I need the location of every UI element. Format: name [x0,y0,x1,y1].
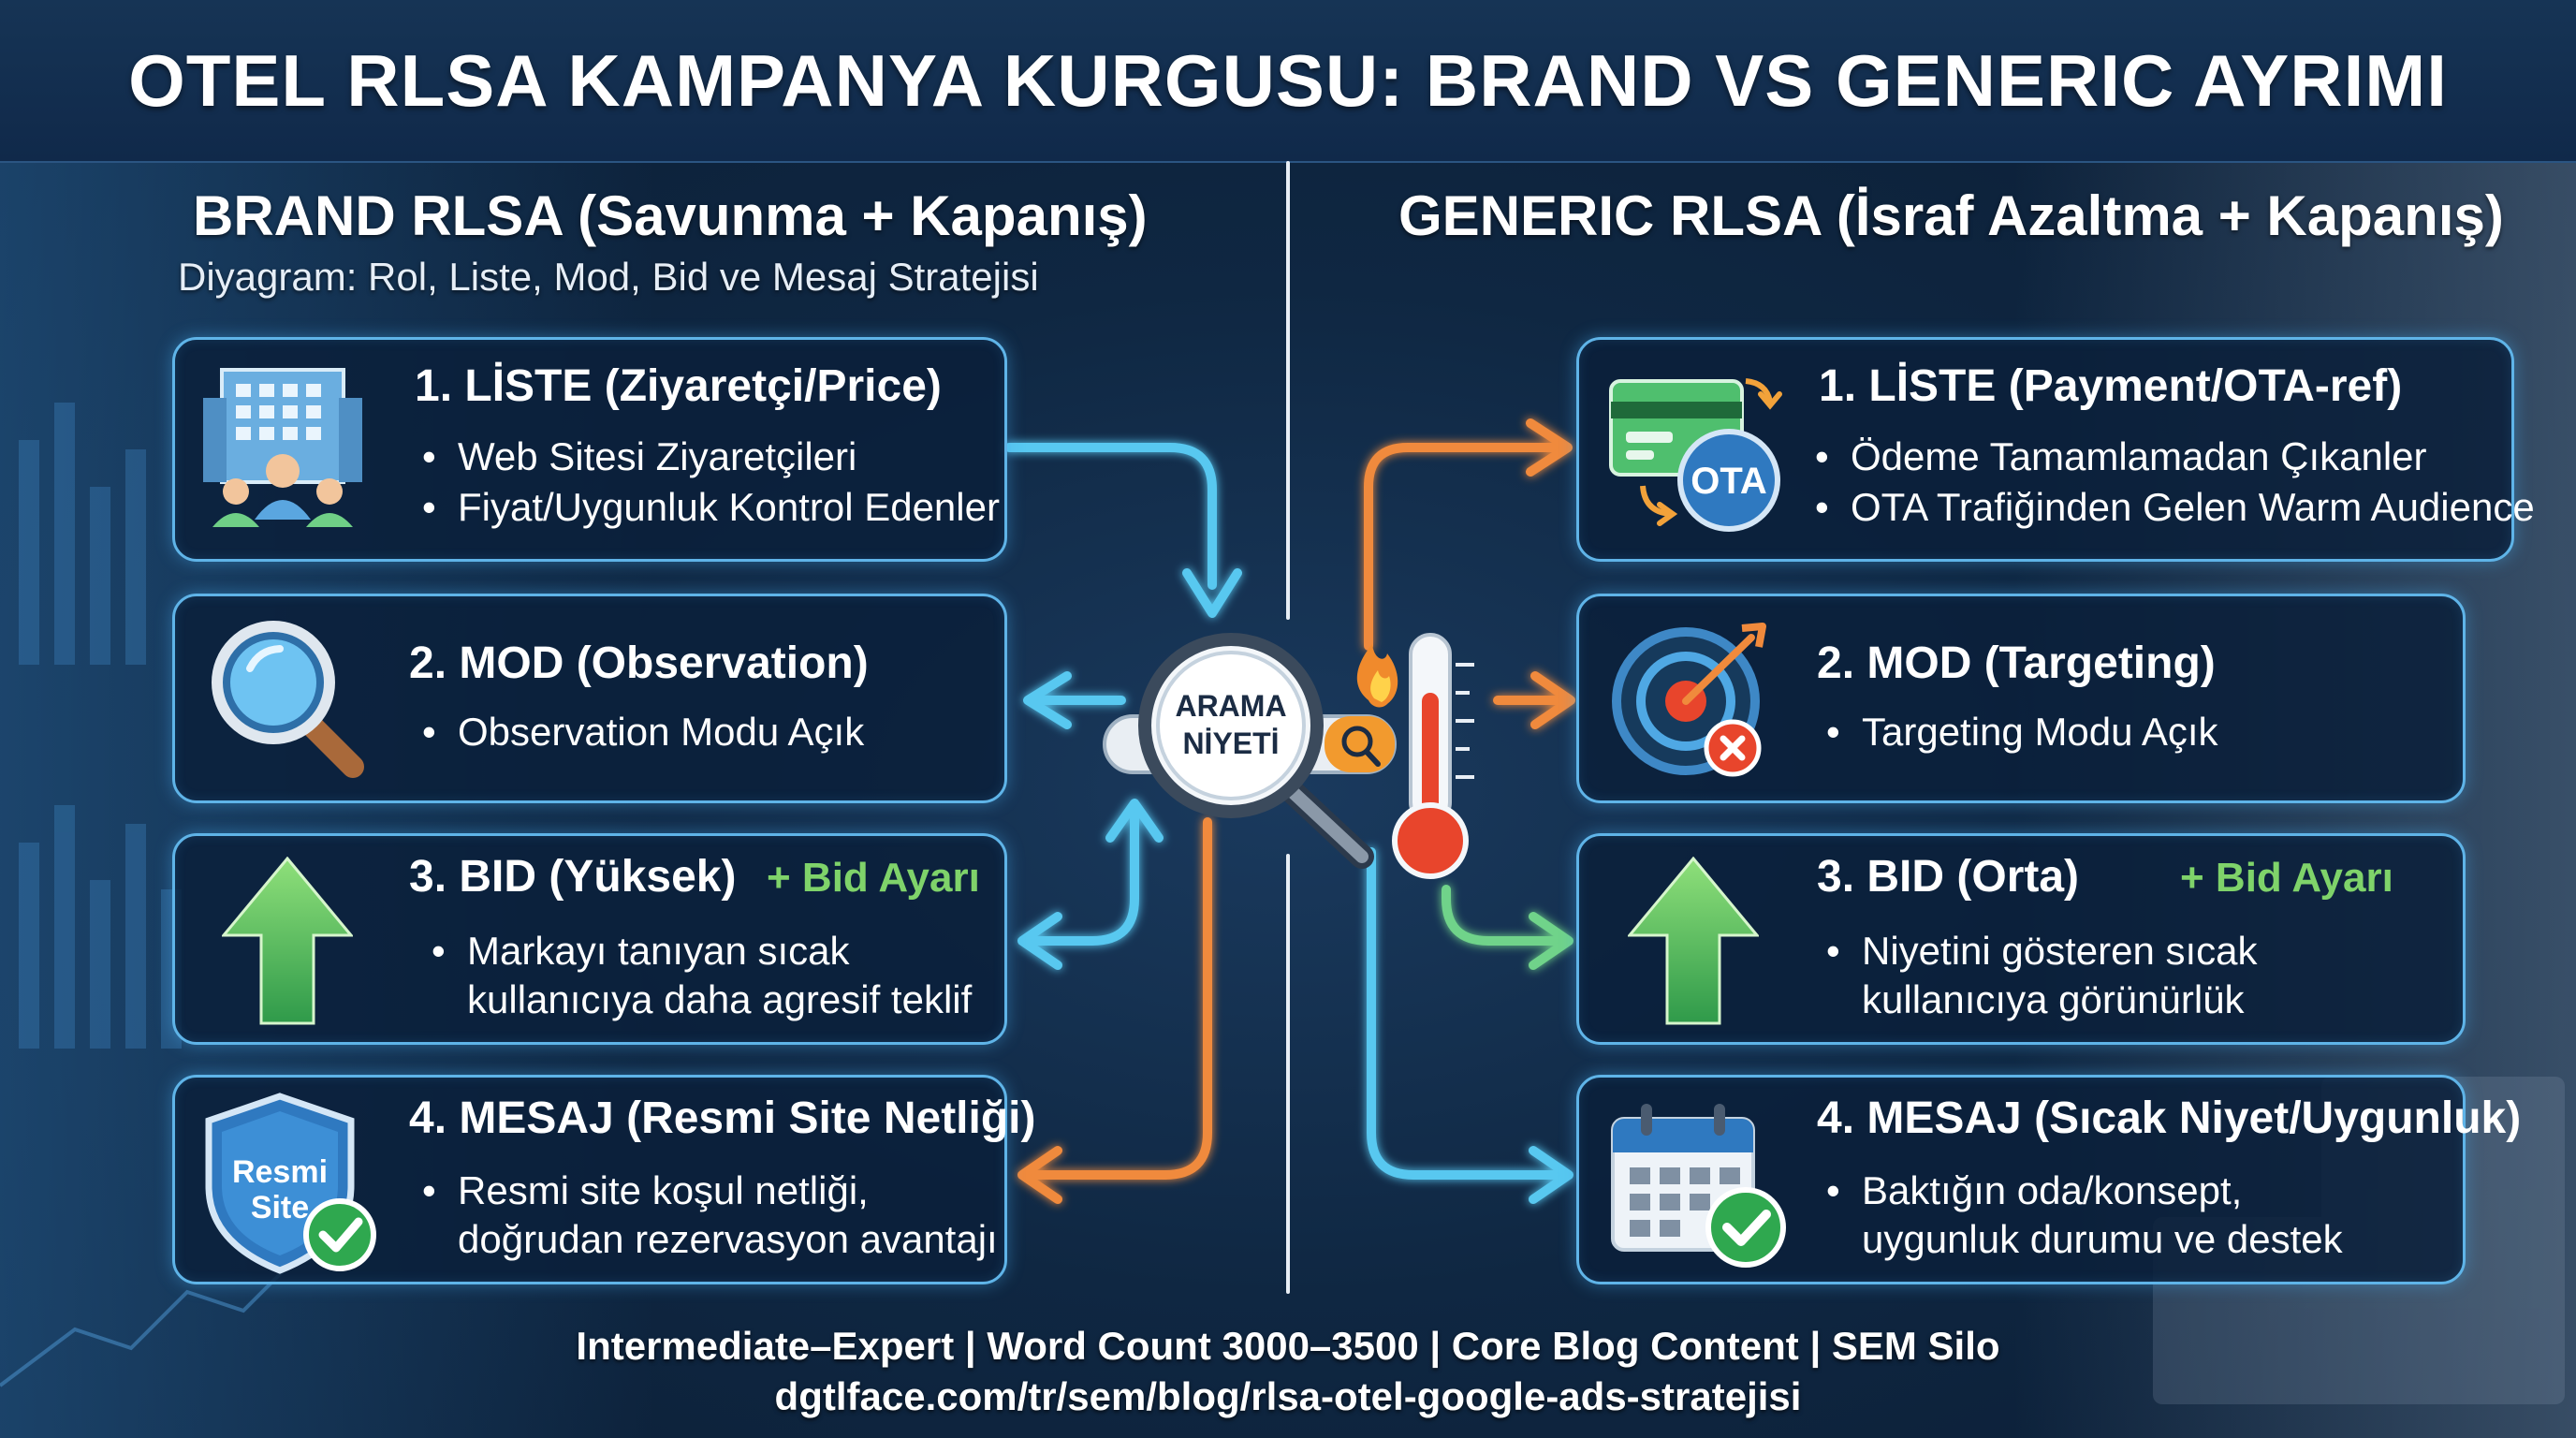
right-card-bid-extra: + Bid Ayarı [2180,855,2393,901]
target-icon [1612,623,1766,777]
thermometer-icon [1392,633,1474,879]
center-divider-bottom [1286,854,1290,1294]
title-bar: OTEL RLSA KAMPANYA KURGUSU: BRAND VS GEN… [0,0,2576,163]
right-card-mesaj: 4. MESAJ (Sıcak Niyet/Uygunluk) Baktığın… [1576,1075,2521,1284]
page-title: OTEL RLSA KAMPANYA KURGUSU: BRAND VS GEN… [128,38,2448,122]
footer-url[interactable]: dgtlface.com/tr/sem/blog/rlsa-otel-googl… [774,1374,1802,1418]
official-site-shield-icon: Resmi Site [205,1093,376,1274]
shield-text-line1: Resmi [232,1154,328,1190]
right-section-title: GENERIC RLSA (İsraf Azaltma + Kapanış) [1398,184,2504,247]
left-section-subtitle: Diyagram: Rol, Liste, Mod, Bid ve Mesaj … [178,255,1039,299]
left-card-bid-title: 3. BID (Yüksek) [409,852,737,902]
right-card-mod-title: 2. MOD (Targeting) [1817,638,2216,688]
left-card-liste: 1. LİSTE (Ziyaretçi/Price) Web Sitesi Zi… [172,337,1007,562]
arrow-up-icon [1628,857,1759,1025]
left-section-title: BRAND RLSA (Savunma + Kapanış) [193,184,1148,247]
right-card-mesaj-title: 4. MESAJ (Sıcak Niyet/Uygunluk) [1817,1093,2522,1143]
background-bar-chart [19,403,182,1049]
left-card-liste-bullet-1: Web Sitesi Ziyaretçileri [422,433,856,481]
right-card-mesaj-bullet-1-cont: uygunluk durumu ve destek [1862,1217,2343,1261]
center-label-line1: ARAMA [1175,689,1286,723]
left-card-mod-bullet-1: Observation Modu Açık [422,709,864,756]
right-card-liste: OTA 1. LİSTE (Payment/OTA-ref) Ödeme Tam… [1576,337,2535,562]
right-card-mod: 2. MOD (Targeting) Targeting Modu Açık [1576,594,2466,803]
search-magnifier-icon [1138,633,1374,869]
magnifier-icon [212,621,364,778]
footer-meta: Intermediate–Expert | Word Count 3000–35… [576,1324,2000,1368]
left-card-mesaj-bullet-1-cont: doğrudan rezervasyon avantajı [458,1217,998,1261]
flame-icon [1356,644,1398,708]
left-card-mod-title: 2. MOD (Observation) [409,638,869,688]
right-card-bid-bullet-1-cont: kullanıcıya görünürlük [1862,977,2245,1021]
left-card-mesaj: Resmi Site 4. MESAJ (Resmi Site Netliği)… [172,1075,1036,1284]
hotel-audience-icon [203,368,362,527]
right-card-liste-title: 1. LİSTE (Payment/OTA-ref) [1819,361,2403,411]
background-trend-line [0,1243,311,1387]
right-card-liste-bullet-1: Ödeme Tamamlamadan Çıkanler [1815,433,2426,481]
center-intent-graphic: ARAMA NİYETİ [1103,633,1474,879]
left-card-bid-bullet-1-cont: kullanıcıya daha agresif teklif [467,977,973,1021]
payment-ota-icon: OTA [1609,378,1782,532]
right-card-mod-bullet-1: Targeting Modu Açık [1826,709,2218,756]
right-card-bid: 3. BID (Orta) + Bid Ayarı Niyetini göste… [1576,833,2466,1045]
left-card-bid-bullet-1: Markayı tanıyan sıcak [432,928,849,976]
center-label-line2: NİYETİ [1182,726,1279,760]
right-card-liste-bullet-2: OTA Trafiğinden Gelen Warm Audience [1815,484,2535,532]
right-card-bid-title: 3. BID (Orta) [1817,852,2080,902]
left-card-liste-bullet-2: Fiyat/Uygunluk Kontrol Edenler [422,484,1000,532]
center-divider-top [1286,161,1290,620]
arrow-up-icon [222,857,353,1025]
left-card-mesaj-title: 4. MESAJ (Resmi Site Netliği) [409,1093,1036,1143]
left-card-mesaj-bullet-1: Resmi site koşul netliği, [422,1167,869,1215]
left-card-liste-title: 1. LİSTE (Ziyaretçi/Price) [415,361,942,411]
right-card-bid-bullet-1: Niyetini gösteren sıcak [1826,928,2257,976]
right-card-mesaj-bullet-1: Baktığın oda/konsept, [1826,1167,2242,1215]
calendar-check-icon [1611,1104,1786,1268]
left-card-bid: 3. BID (Yüksek) + Bid Ayarı Markayı tanı… [172,833,1007,1045]
left-card-bid-extra: + Bid Ayarı [767,855,980,901]
left-card-mod: 2. MOD (Observation) Observation Modu Aç… [172,594,1007,803]
ota-badge-text: OTA [1690,461,1766,502]
shield-text-line2: Site [251,1190,309,1225]
